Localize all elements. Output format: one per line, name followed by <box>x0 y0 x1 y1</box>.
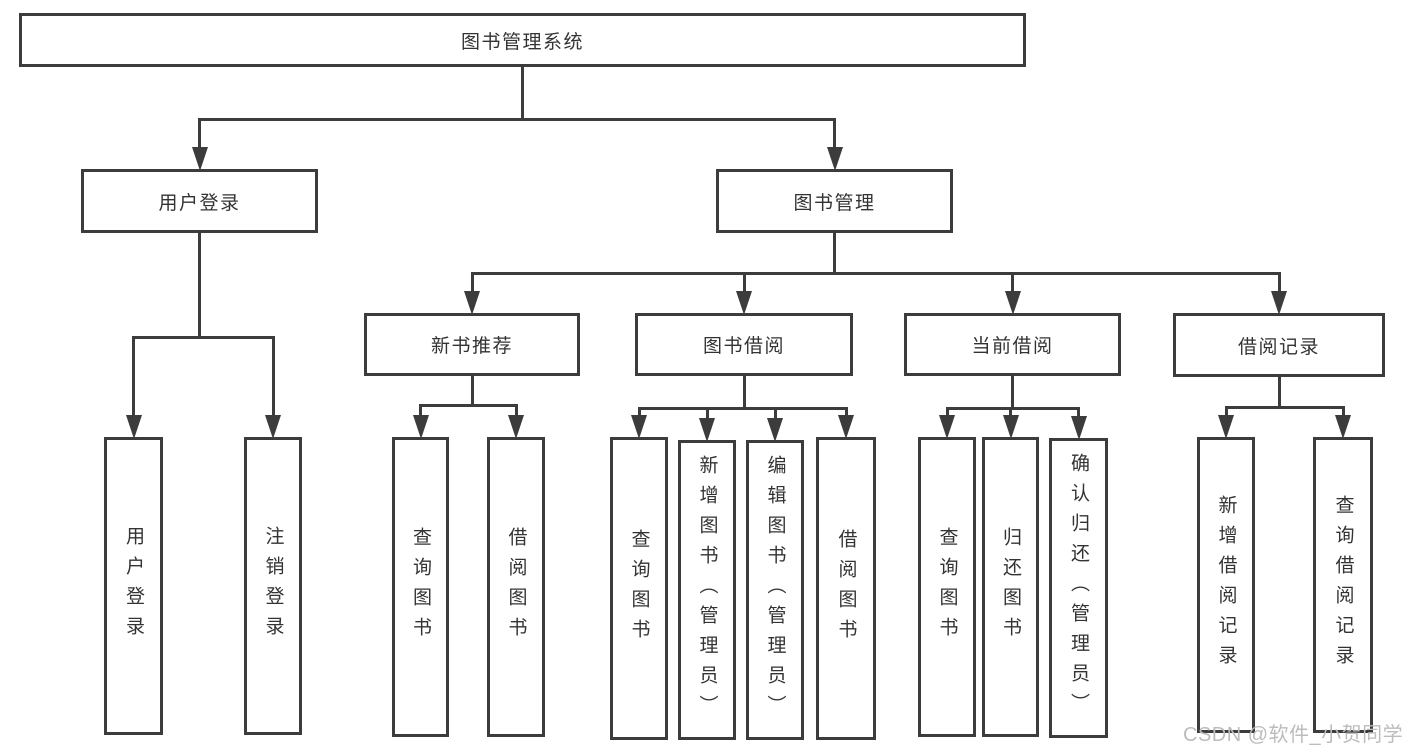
node-add-book: 新增图书（管理员） <box>678 440 736 740</box>
connector-stem <box>514 404 518 425</box>
node-return-book: 归还图书 <box>982 437 1039 737</box>
arrowhead-down-icon <box>412 415 429 439</box>
arrowhead-down-icon <box>1271 291 1287 315</box>
node-root: 图书管理系统 <box>19 13 1026 67</box>
connector-stem <box>705 407 709 428</box>
arrowhead-down-icon <box>1002 415 1019 439</box>
node-query-book-2: 查询图书 <box>610 437 668 740</box>
connector-stem <box>198 233 201 339</box>
connector-branch <box>945 407 1080 410</box>
connector-branch <box>419 404 518 407</box>
connector-stem <box>742 376 746 410</box>
arrowhead-down-icon <box>631 415 647 439</box>
connector-stem <box>470 376 474 407</box>
csdn-watermark: CSDN @软件_小贺同学 <box>1183 724 1404 746</box>
connector-stem <box>1011 272 1014 301</box>
arrowhead-down-icon <box>265 415 281 439</box>
arrowhead-down-icon <box>767 418 783 442</box>
arrowhead-down-icon <box>1004 291 1021 315</box>
connector-stem <box>1277 377 1281 409</box>
node-confirm-return: 确认归还（管理员） <box>1049 438 1108 738</box>
node-book-mgmt: 图书管理 <box>716 169 953 233</box>
connector-stem <box>198 118 201 157</box>
connector-branch <box>132 336 275 339</box>
node-query-borrow-record: 查询借阅记录 <box>1313 437 1373 733</box>
connector-stem <box>833 233 836 275</box>
connector-stem <box>742 272 746 301</box>
connector-stem <box>521 67 524 121</box>
arrowhead-down-icon <box>736 291 752 315</box>
node-query-book-1: 查询图书 <box>392 437 449 737</box>
arrowhead-down-icon <box>1218 415 1234 439</box>
arrowhead-down-icon <box>508 415 524 439</box>
connector-branch <box>637 407 848 410</box>
connector-stem <box>833 118 836 157</box>
arrowhead-down-icon <box>191 147 208 171</box>
arrowhead-down-icon <box>464 291 480 315</box>
arrowhead-down-icon <box>1070 416 1087 440</box>
node-edit-book: 编辑图书（管理员） <box>746 440 804 740</box>
connector-stem <box>773 407 777 428</box>
connector-stem <box>1011 376 1014 410</box>
node-user-login-branch: 用户登录 <box>81 169 318 233</box>
arrowhead-down-icon <box>939 415 955 439</box>
arrowhead-down-icon <box>125 415 142 439</box>
arrowhead-down-icon <box>838 415 854 439</box>
arrowhead-down-icon <box>699 418 715 442</box>
node-add-borrow-record: 新增借阅记录 <box>1197 437 1255 733</box>
node-query-book-3: 查询图书 <box>918 437 976 737</box>
arrowhead-down-icon <box>826 147 843 171</box>
node-borrow-book-2: 借阅图书 <box>816 437 876 740</box>
node-login: 用户登录 <box>104 437 163 735</box>
connector-stem <box>419 404 422 425</box>
node-logout: 注销登录 <box>244 437 302 735</box>
connector-stem <box>470 272 474 301</box>
connector-stem <box>1277 272 1281 301</box>
node-book-borrow: 图书借阅 <box>635 313 853 376</box>
node-borrow-records: 借阅记录 <box>1173 313 1385 377</box>
connector-branch <box>198 118 836 121</box>
connector-stem <box>271 336 275 425</box>
node-new-book-rec: 新书推荐 <box>364 313 580 376</box>
connector-stem <box>132 336 135 425</box>
arrowhead-down-icon <box>1335 415 1351 439</box>
node-current-borrow: 当前借阅 <box>904 313 1121 376</box>
connector-branch <box>1224 406 1345 409</box>
node-borrow-book-1: 借阅图书 <box>487 437 545 737</box>
connector-branch <box>470 272 1281 275</box>
